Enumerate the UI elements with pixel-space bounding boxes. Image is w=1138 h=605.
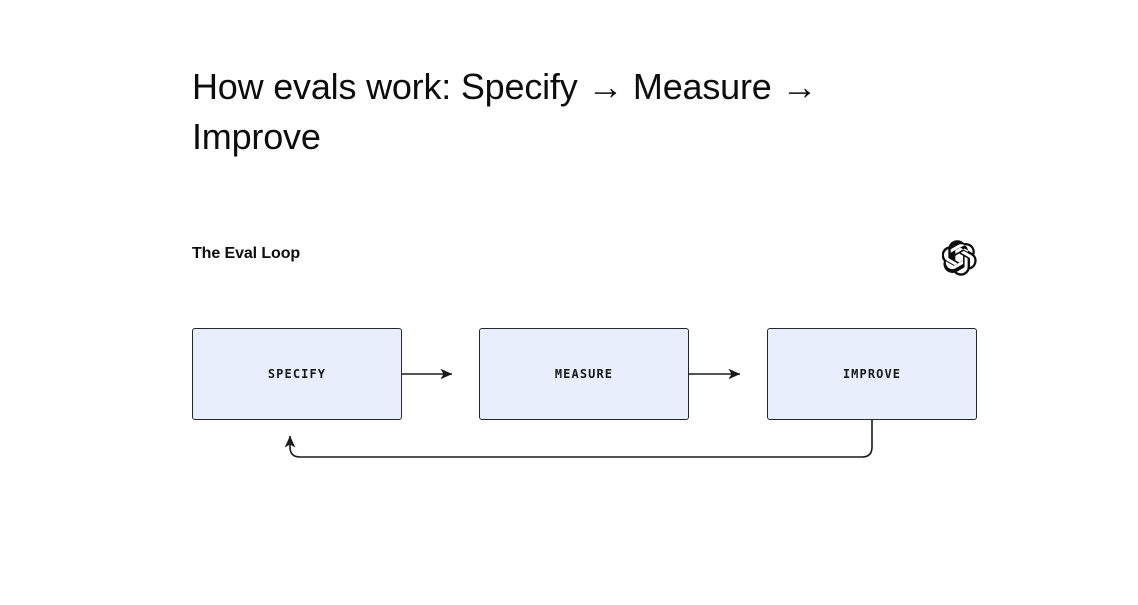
flow-node-improve[interactable]: IMPROVE xyxy=(767,328,977,420)
openai-logo-icon xyxy=(942,240,978,276)
connector-improve-to-specify-feedback xyxy=(284,420,873,458)
section-label: The Eval Loop xyxy=(192,245,301,262)
page-title: How evals work: Specify → Measure → Impr… xyxy=(192,66,828,157)
flow-node-improve-label: IMPROVE xyxy=(842,367,902,381)
flow-node-measure-label: MEASURE xyxy=(554,367,614,381)
flow-node-specify[interactable]: SPECIFY xyxy=(192,328,402,420)
flow-node-specify-label: SPECIFY xyxy=(267,367,327,381)
flow-node-measure[interactable]: MEASURE xyxy=(479,328,689,420)
